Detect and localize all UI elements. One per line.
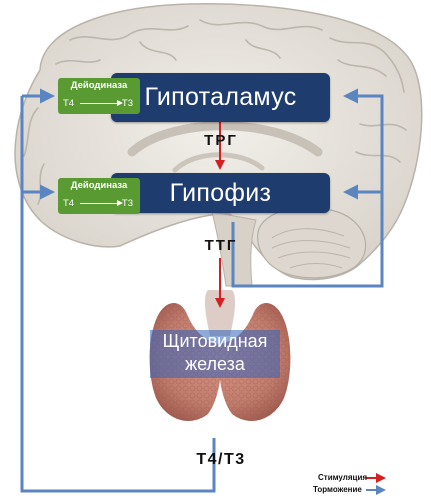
legend-stimulation: Стимуляция: [318, 473, 368, 482]
t4-label: Т4: [63, 198, 75, 209]
hypothalamus-box: Гипоталамус: [111, 73, 330, 122]
legend-arrows: [366, 473, 386, 495]
deiodinase-badge-hypothalamus: Дейодиназа Т4 Т3: [58, 78, 140, 114]
t3-label: Т3: [121, 198, 133, 209]
conversion-arrow-icon: [80, 200, 123, 206]
conversion-arrow-icon: [80, 100, 123, 106]
thyroid-label: Щитовидная железа: [150, 330, 280, 378]
deiodinase-label: Дейодиназа: [70, 180, 128, 191]
t3-label: Т3: [121, 98, 133, 109]
inhibition-feedback-lines: [20, 88, 384, 493]
tsh-label: ТТГ: [204, 237, 238, 254]
t4-t3-output-label: Т4/Т3: [196, 451, 246, 468]
thyroid-label-line1: Щитовидная: [162, 331, 268, 351]
trh-label: ТРГ: [204, 132, 238, 149]
t4-label: Т4: [63, 98, 75, 109]
pituitary-box: Гипофиз: [111, 173, 330, 213]
deiodinase-badge-pituitary: Дейодиназа Т4 Т3: [58, 178, 140, 214]
deiodinase-label: Дейодиназа: [70, 80, 128, 91]
thyroid-label-line2: железа: [185, 354, 245, 374]
legend-inhibition: Торможение: [313, 485, 362, 494]
